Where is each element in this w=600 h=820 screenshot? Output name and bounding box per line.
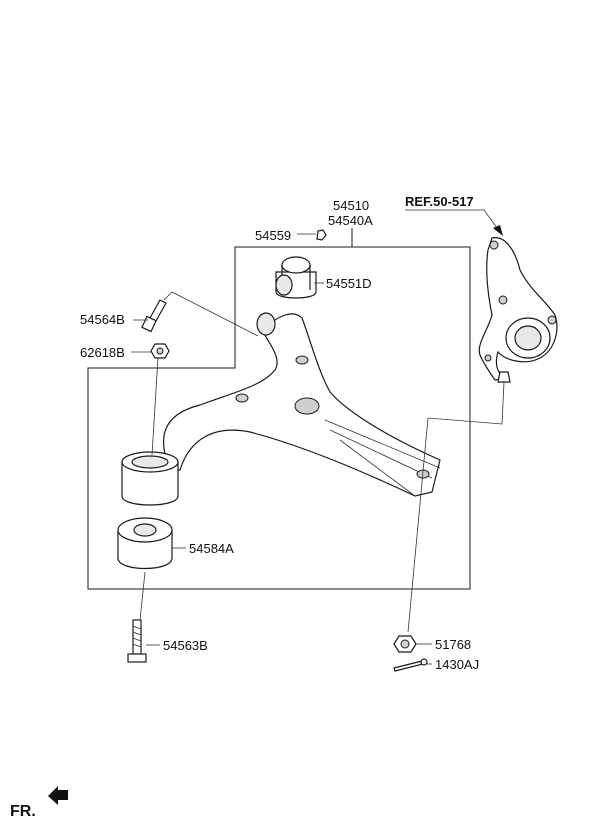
steering-knuckle	[478, 237, 558, 383]
label-54551D: 54551D	[326, 276, 372, 291]
nut-51768	[393, 635, 417, 653]
front-arrow-icon	[48, 786, 68, 805]
nut-62618B	[150, 343, 170, 359]
front-bushing-housing	[121, 451, 179, 506]
leader-54563B	[139, 571, 146, 621]
leader-62618B-bushing	[151, 357, 159, 456]
label-54564B: 54564B	[80, 312, 125, 327]
assembly-frame	[87, 246, 471, 590]
bolt-54563B	[127, 619, 147, 663]
label-54559: 54559	[255, 228, 291, 243]
label-54563B: 54563B	[163, 638, 208, 653]
leader-knuckle-arm	[407, 381, 505, 633]
ref-leader	[405, 209, 501, 233]
label-54540A: 54540A	[328, 213, 373, 228]
label-54584A: 54584A	[189, 541, 234, 556]
lower-control-arm	[163, 313, 441, 497]
label-1430AJ: 1430AJ	[435, 657, 479, 672]
bushing-54551D	[275, 256, 317, 299]
bolt-54564B	[141, 299, 167, 333]
nut-54559	[316, 229, 327, 241]
rear-sleeve	[256, 312, 276, 336]
label-51768: 51768	[435, 637, 471, 652]
label-54510: 54510	[333, 198, 369, 213]
pin-1430AJ	[393, 658, 428, 672]
leader-54564B-arm	[163, 291, 259, 337]
ref-arrowhead	[493, 225, 503, 236]
label-62618B: 62618B	[80, 345, 125, 360]
label-front: FR.	[10, 803, 36, 820]
bushing-54584A	[117, 517, 173, 570]
label-ref: REF.50-517	[405, 194, 474, 209]
